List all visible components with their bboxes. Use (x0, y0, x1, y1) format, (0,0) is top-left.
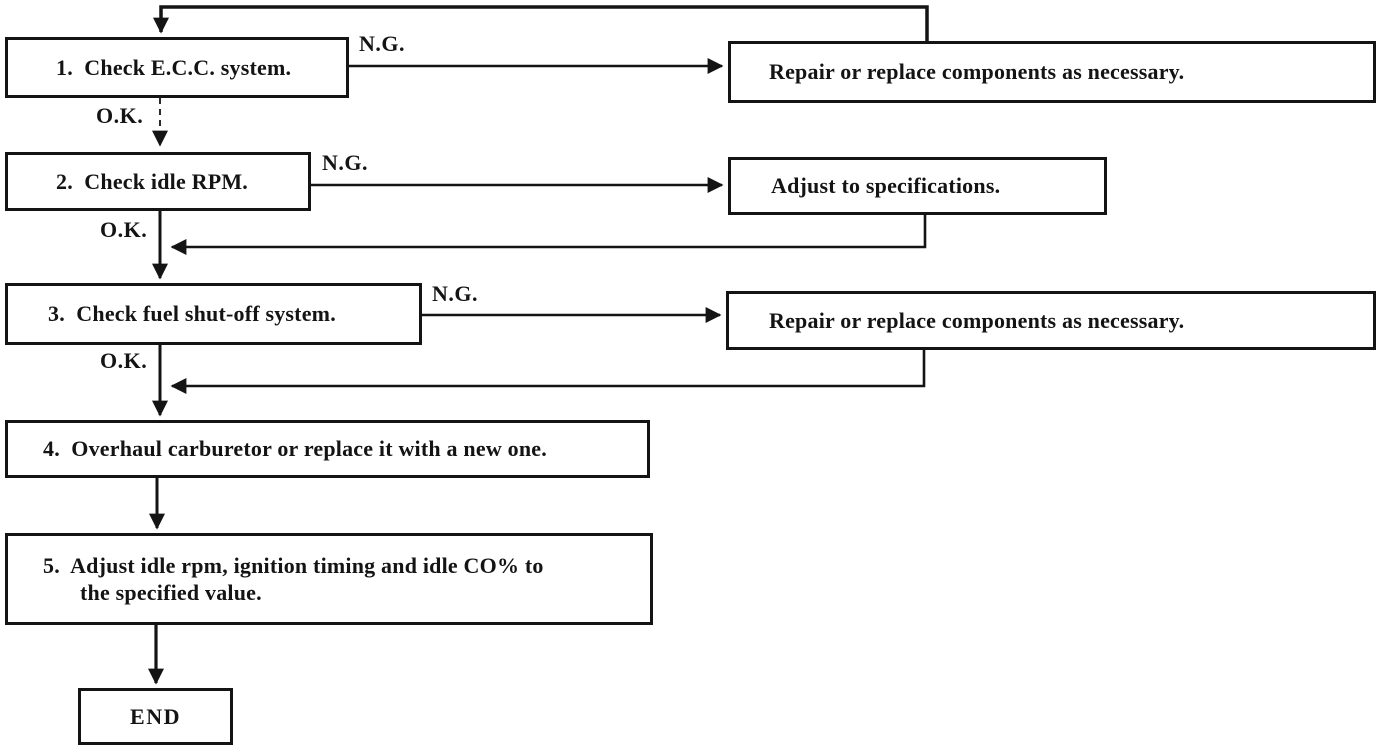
result-adjust-label: Adjust to specifications. (771, 173, 1001, 199)
result-repair-1-box: Repair or replace components as necessar… (728, 41, 1376, 103)
edge-label-ng-3: N.G. (432, 281, 478, 306)
flow-step-4-box: 4. Overhaul carburetor or replace it wit… (5, 420, 650, 478)
edge-label-ok-1: O.K. (96, 103, 144, 128)
flow-step-4-label: 4. Overhaul carburetor or replace it wit… (43, 436, 547, 462)
edge-return-adjust-to-mainline (170, 215, 927, 255)
edge-label-ng-2: N.G. (322, 150, 368, 175)
result-repair-2-box: Repair or replace components as necessar… (726, 291, 1376, 350)
result-adjust-box: Adjust to specifications. (728, 157, 1107, 215)
edge-feedback-repair1-to-step1 (153, 5, 929, 41)
flow-step-3-box: 3. Check fuel shut-off system. (5, 283, 422, 345)
flow-step-2-label: 2. Check idle RPM. (56, 168, 249, 194)
flow-end-label: END (130, 703, 181, 729)
flow-end-box: END (78, 688, 233, 745)
edge-label-ok-3: O.K. (100, 348, 148, 373)
flow-step-3-label: 3. Check fuel shut-off system. (48, 301, 336, 327)
flow-step-2-box: 2. Check idle RPM. (5, 152, 311, 211)
edge-return-repair2-to-mainline (170, 350, 926, 394)
edge-label-ok-2: O.K. (100, 217, 148, 242)
flow-step-1-box: 1. Check E.C.C. system. (5, 37, 349, 98)
edge-label-ng-1: N.G. (359, 31, 405, 56)
flow-step-5-box: 5. Adjust idle rpm, ignition timing and … (5, 533, 653, 625)
flow-step-1-label: 1. Check E.C.C. system. (56, 54, 292, 80)
flow-step-5-line2: the specified value. (80, 580, 262, 605)
result-repair-1-label: Repair or replace components as necessar… (769, 59, 1185, 85)
flow-step-5-label: 5. Adjust idle rpm, ignition timing and … (43, 552, 544, 607)
flow-step-5-line1: 5. Adjust idle rpm, ignition timing and … (43, 552, 544, 578)
result-repair-2-label: Repair or replace components as necessar… (769, 307, 1185, 333)
